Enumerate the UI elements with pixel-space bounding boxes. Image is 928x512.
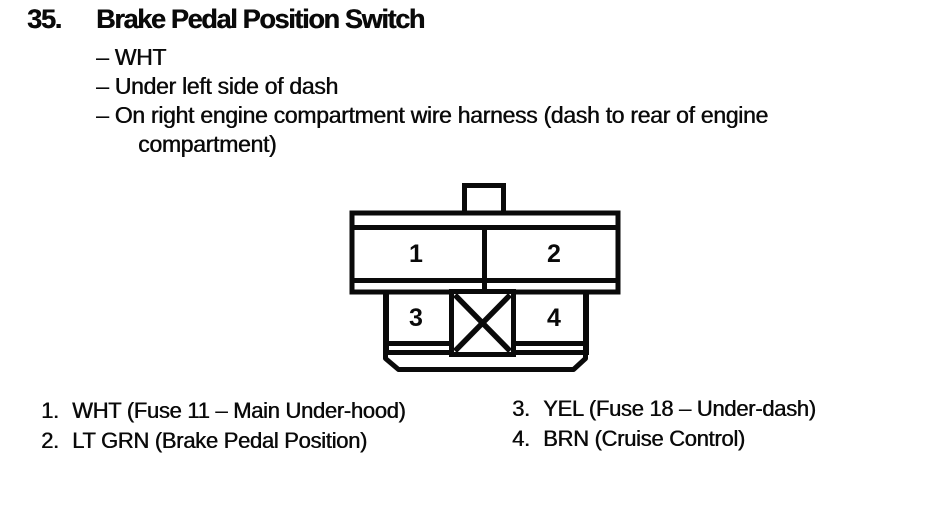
legend-item-2-number: 2.: [41, 428, 59, 453]
cavity-4-label: 4: [547, 304, 561, 332]
legend-item-1-number: 1.: [41, 398, 59, 423]
pin-legend-left: 1. WHT (Fuse 11 – Main Under-hood) 2. LT…: [41, 396, 406, 456]
detail-line-location: – Under left side of dash: [96, 73, 338, 99]
legend-item-3-desc: YEL (Fuse 18 – Under-dash): [543, 396, 816, 421]
detail-list: – WHT – Under left side of dash – On rig…: [96, 43, 768, 159]
legend-item-2: 2. LT GRN (Brake Pedal Position): [41, 426, 405, 456]
detail-line-harness: – On right engine compartment wire harne…: [96, 102, 768, 128]
page-title: Brake Pedal Position Switch: [96, 4, 425, 34]
legend-item-4-desc: BRN (Cruise Control): [543, 426, 745, 451]
pin-legend-right: 3. YEL (Fuse 18 – Under-dash) 4. BRN (Cr…: [512, 394, 816, 454]
legend-item-1: 1. WHT (Fuse 11 – Main Under-hood): [41, 396, 406, 426]
cavity-3-label: 3: [409, 304, 423, 332]
legend-item-4: 4. BRN (Cruise Control): [512, 424, 816, 454]
cavity-1-label: 1: [409, 240, 423, 268]
legend-item-3: 3. YEL (Fuse 18 – Under-dash): [512, 394, 816, 424]
connector-diagram: 1 2 3 4: [349, 183, 621, 372]
legend-item-3-number: 3.: [512, 396, 530, 421]
detail-line-color: – WHT: [96, 44, 167, 70]
legend-item-4-number: 4.: [512, 426, 530, 451]
legend-item-2-desc: LT GRN (Brake Pedal Position): [72, 428, 367, 453]
detail-line-harness-wrap: compartment): [138, 131, 277, 157]
item-number: 35.: [27, 4, 62, 34]
cavity-2-label: 2: [547, 240, 561, 268]
blocked-cavity-cross-2: [453, 293, 512, 353]
legend-item-1-desc: WHT (Fuse 11 – Main Under-hood): [72, 398, 406, 423]
